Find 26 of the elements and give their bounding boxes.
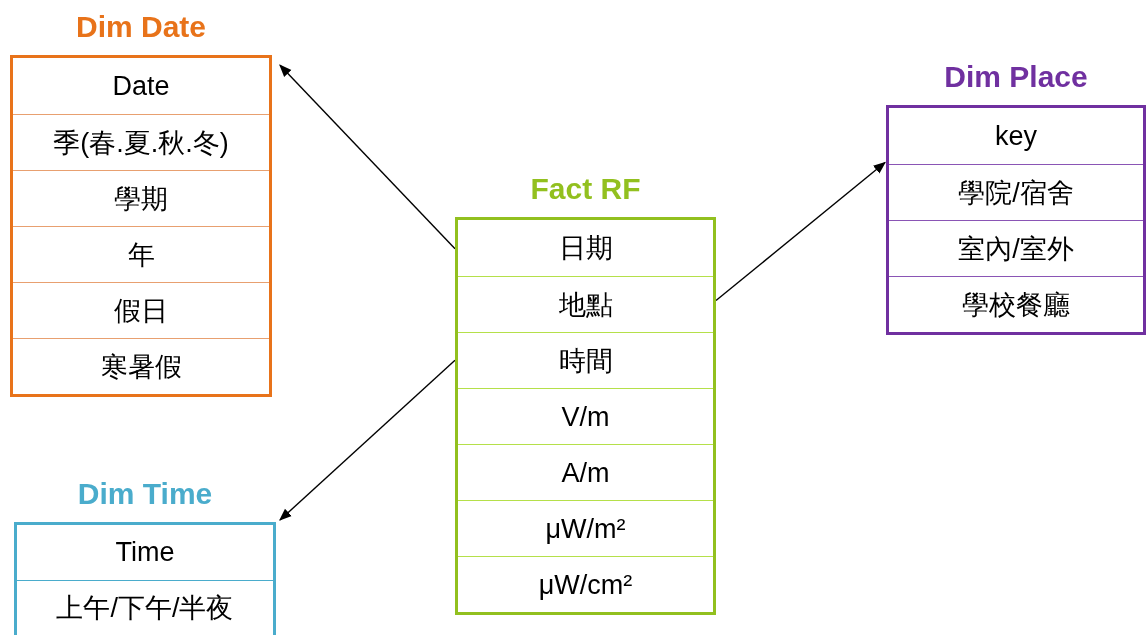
- table-cell: 學院/宿舍: [889, 164, 1143, 220]
- table-cell: μW/m²: [458, 500, 713, 556]
- table-cell: 季(春.夏.秋.冬): [13, 114, 269, 170]
- table-cell: 地點: [458, 276, 713, 332]
- table-cell: 學校餐廳: [889, 276, 1143, 332]
- table-cell-text: Date: [111, 70, 171, 103]
- table-cell: 學期: [13, 170, 269, 226]
- table-cell: 時間: [458, 332, 713, 388]
- table-cell: 年: [13, 226, 269, 282]
- table-title: Dim Place: [943, 59, 1089, 95]
- table-title: Dim Time: [76, 476, 214, 512]
- arrow: [715, 161, 886, 302]
- table-cell: 室內/室外: [889, 220, 1143, 276]
- arrow: [279, 359, 456, 521]
- table-title: Dim Date: [74, 9, 207, 45]
- table-cell: V/m: [458, 388, 713, 444]
- table-cell: 寒暑假: [13, 338, 269, 394]
- table-cell: 假日: [13, 282, 269, 338]
- arrow: [279, 64, 456, 250]
- table-cell-text: Time: [114, 536, 176, 569]
- table-cell-text: key: [994, 120, 1038, 153]
- table-cell: μW/cm²: [458, 556, 713, 612]
- table-title: Fact RF: [529, 171, 642, 207]
- table-cell: 上午/下午/半夜: [17, 580, 273, 635]
- table-cell-text: 日期: [557, 232, 614, 265]
- table-cell: A/m: [458, 444, 713, 500]
